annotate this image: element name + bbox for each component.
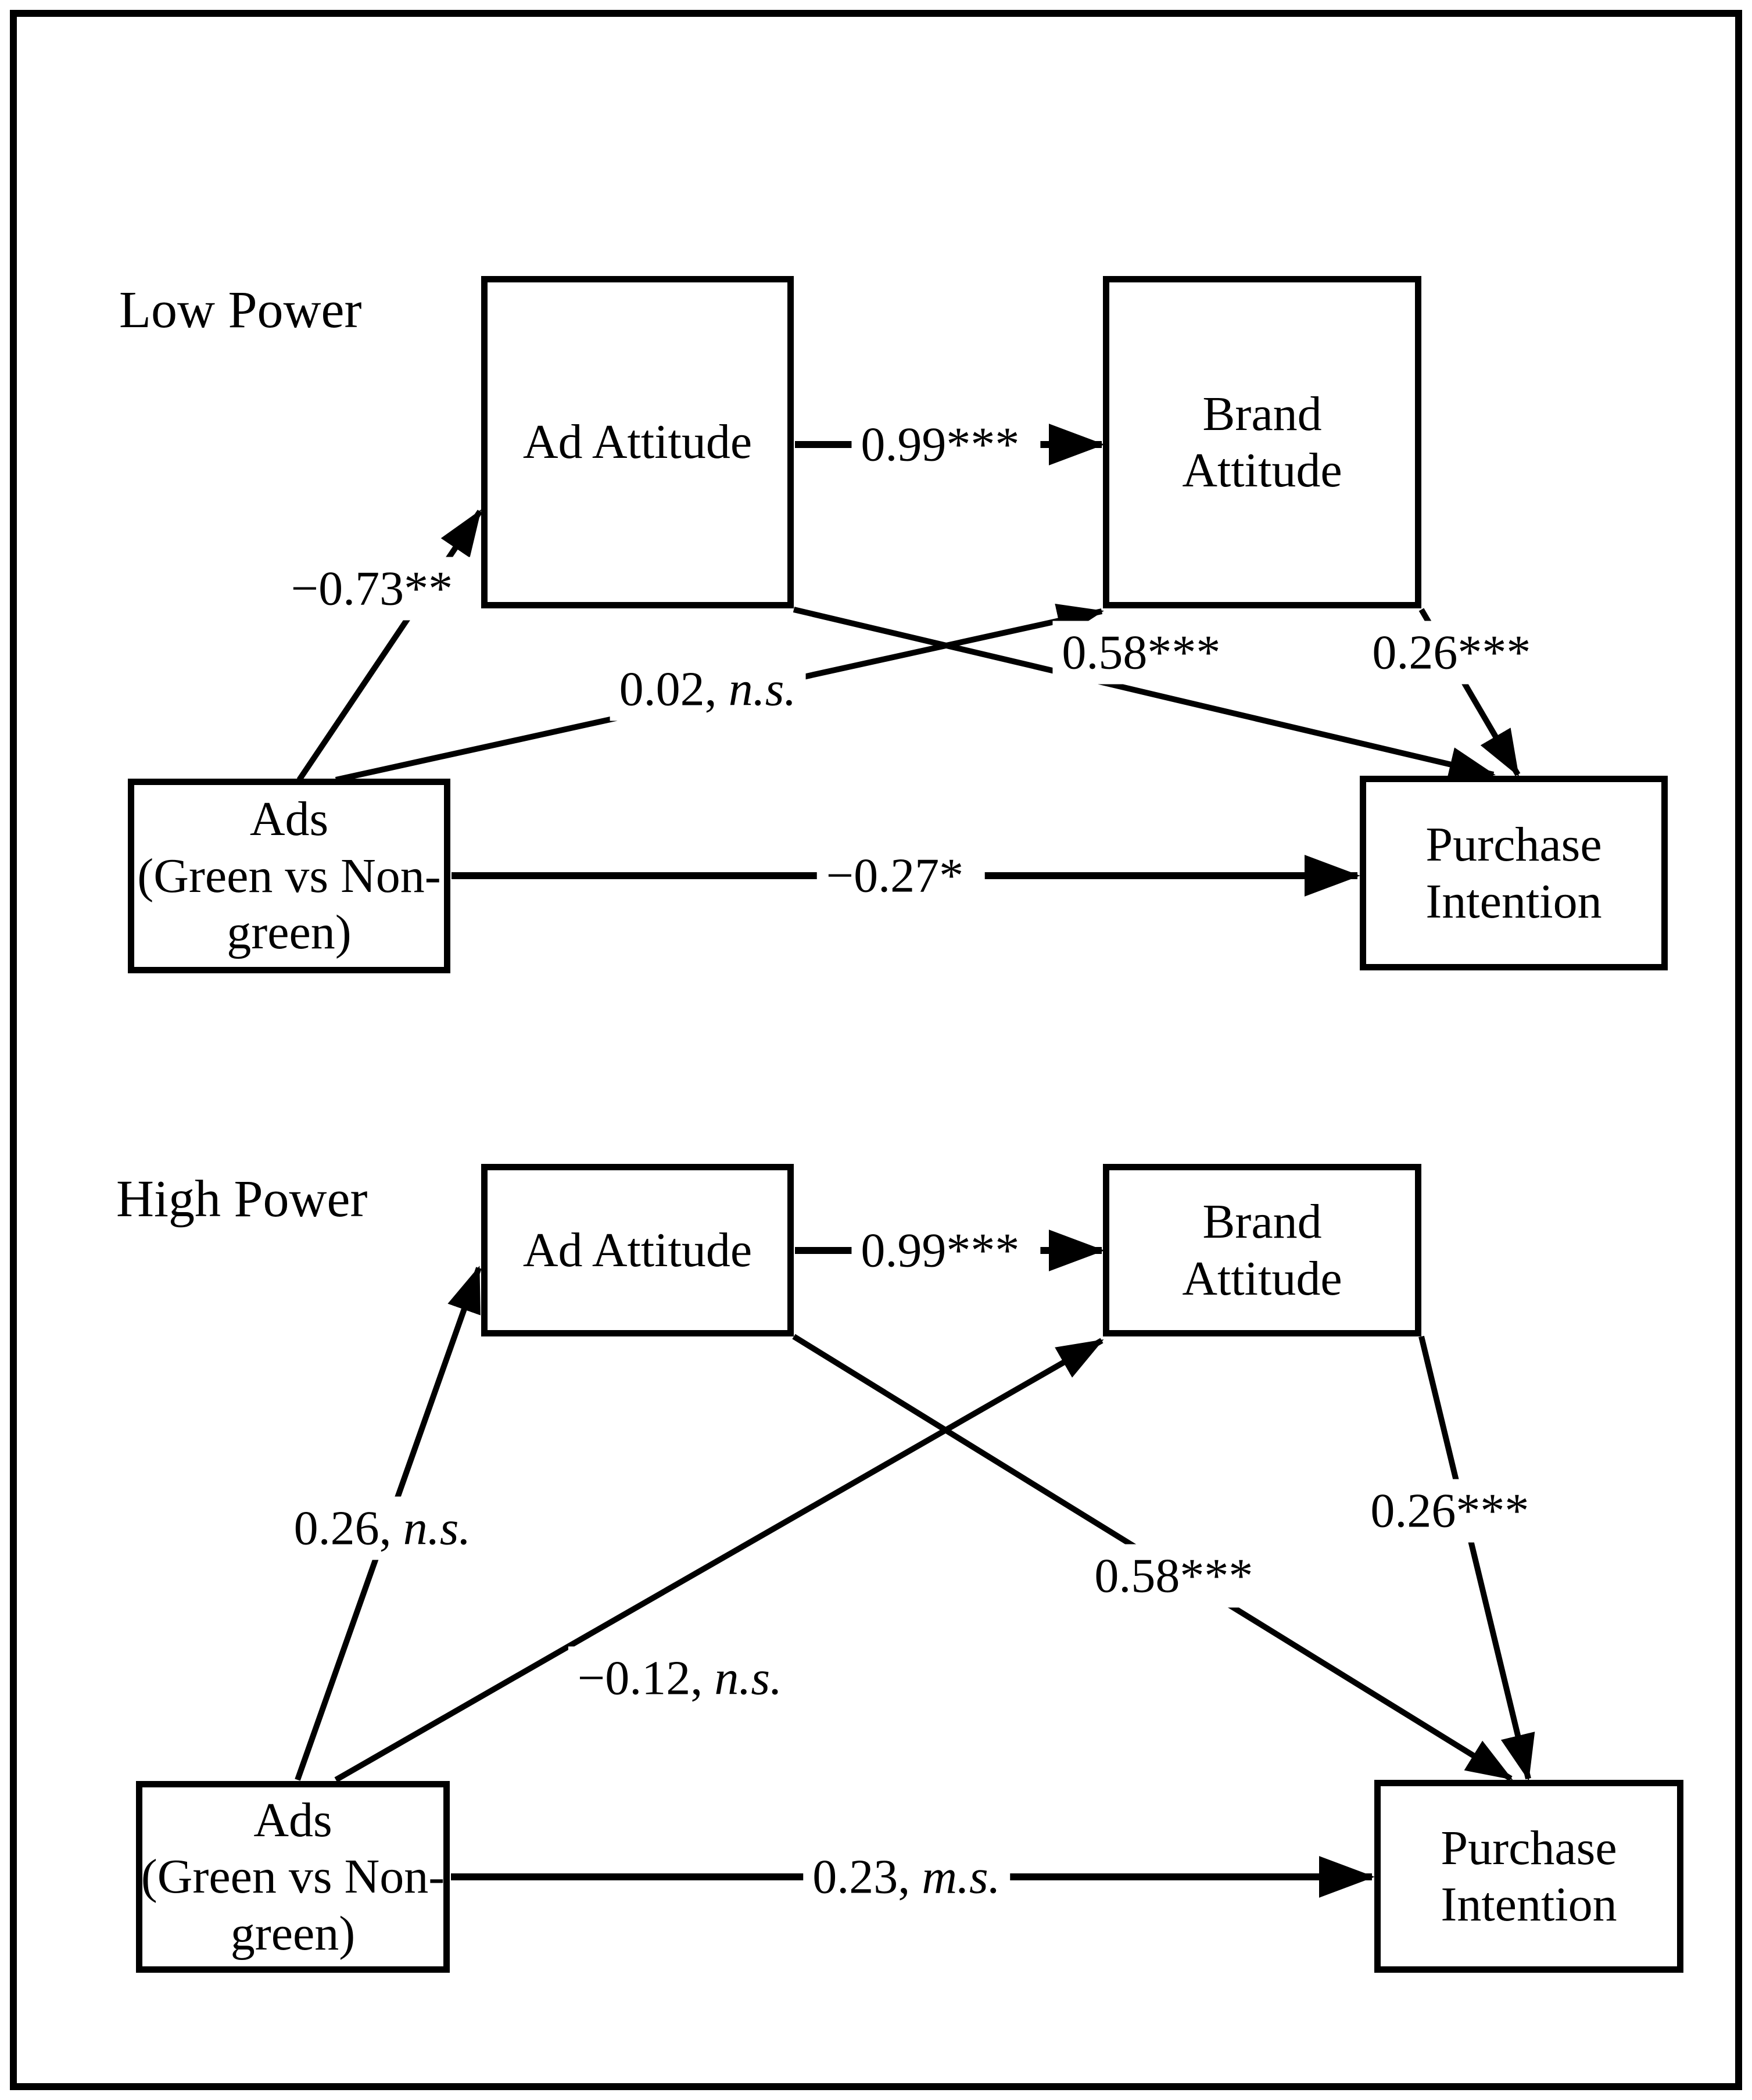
node-purchase-intention-low: Purchase Intention	[1360, 776, 1668, 970]
arrow-ads-to-brand-high	[334, 1338, 1104, 1783]
coef-sig: n.s.	[714, 1651, 783, 1705]
node-label: green)	[230, 1906, 356, 1961]
coef-ads-to-pi-high: 0.23,m.s.	[803, 1845, 1010, 1909]
coef-value: 0.23,	[812, 1850, 911, 1904]
node-label: Ads	[249, 792, 329, 847]
node-ad-attitude-high: Ad Attitude	[481, 1164, 794, 1336]
node-brand-attitude-high: Brand Attitude	[1103, 1164, 1421, 1336]
node-label: green)	[227, 905, 352, 960]
arrow-brand-to-pi-high	[1418, 1335, 1535, 1781]
coef-sig: n.s.	[403, 1501, 471, 1556]
coef-ad-to-brand-high: 0.99***	[851, 1219, 1041, 1282]
node-ads-low: Ads (Green vs Non- green)	[128, 779, 450, 973]
coef-value: −0.73**	[291, 561, 453, 616]
coef-ads-to-brand-low: 0.02,n.s.	[610, 657, 806, 721]
node-label: Attitude	[1182, 443, 1342, 497]
coef-ads-to-ad-low: −0.73**	[281, 557, 474, 621]
coef-value: 0.58***	[1062, 625, 1221, 680]
node-label: Intention	[1441, 1877, 1617, 1931]
arrow-ads-to-ad-low	[296, 509, 483, 782]
coef-sig: n.s.	[728, 662, 797, 716]
coef-value: 0.26,	[293, 1501, 392, 1556]
node-label: Ad Attitude	[522, 1223, 753, 1277]
node-purchase-intention-high: Purchase Intention	[1374, 1780, 1683, 1973]
panel-title-high: High Power	[116, 1170, 368, 1228]
arrow-ad-to-pi-low	[793, 607, 1496, 782]
panel-title-low: Low Power	[119, 281, 362, 339]
node-ad-attitude-low: Ad Attitude	[481, 276, 794, 608]
node-label: Ads	[253, 1793, 332, 1847]
coef-value: 0.02,	[619, 662, 717, 716]
coef-brand-to-pi-high: 0.26***	[1361, 1479, 1550, 1543]
coef-value: 0.99***	[861, 1223, 1020, 1278]
node-label: Purchase	[1425, 818, 1602, 872]
node-brand-attitude-low: Brand Attitude	[1103, 276, 1421, 608]
coef-ad-to-pi-low: 0.58***	[1052, 621, 1242, 685]
coef-sig: m.s.	[922, 1850, 1001, 1904]
node-label: (Green vs Non-	[141, 1850, 445, 1904]
node-label: Intention	[1425, 874, 1602, 929]
node-label: Purchase	[1441, 1821, 1617, 1875]
coef-value: 0.99***	[861, 417, 1020, 472]
node-label: Brand	[1202, 1195, 1322, 1249]
coef-ads-to-ad-high: 0.26,n.s.	[284, 1496, 481, 1560]
coef-value: 0.26***	[1372, 625, 1531, 680]
node-label: Brand	[1202, 386, 1322, 441]
coef-ads-to-brand-high: −0.12,n.s.	[568, 1646, 792, 1710]
coef-ad-to-pi-high: 0.58***	[1085, 1544, 1274, 1608]
coef-value: −0.12,	[577, 1651, 703, 1705]
coef-ad-to-brand-low: 0.99***	[851, 413, 1041, 476]
coef-ads-to-pi-low: −0.27*	[816, 844, 985, 908]
node-label: (Green vs Non-	[137, 848, 441, 903]
outer-frame	[10, 10, 1742, 2090]
coef-brand-to-pi-low: 0.26***	[1363, 621, 1552, 685]
node-label: Ad Attitude	[522, 415, 753, 470]
coef-value: 0.58***	[1094, 1549, 1253, 1603]
coef-value: 0.26***	[1370, 1483, 1529, 1538]
node-ads-high: Ads (Green vs Non- green)	[136, 1781, 450, 1973]
coef-value: −0.27*	[826, 848, 964, 903]
node-label: Attitude	[1182, 1251, 1342, 1306]
